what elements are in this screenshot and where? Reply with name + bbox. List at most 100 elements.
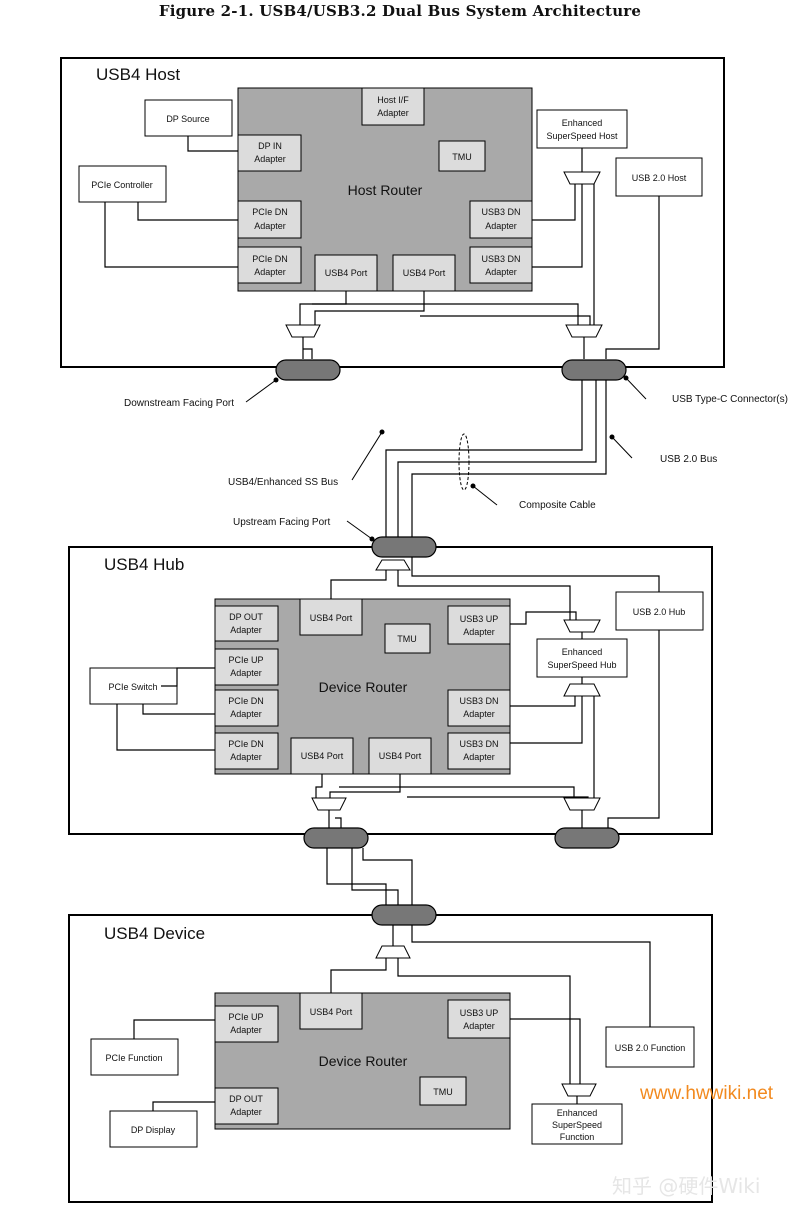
label-usb2-bus: USB 2.0 Bus [660, 454, 717, 465]
label-ufp: Upstream Facing Port [233, 517, 330, 528]
device-enhanced-ss-line2: SuperSpeed [552, 1120, 602, 1130]
host-usb2-host-label: USB 2.0 Host [632, 173, 687, 183]
hub-usb4-port2-label: USB4 Port [379, 751, 422, 761]
device-pcie-up-adapter [214, 1005, 279, 1043]
usb4-hub-section: USB4 Hub Device Router DP OUT Adapter US… [68, 536, 713, 849]
hub-usb4-port1-label: USB4 Port [301, 751, 344, 761]
host-usb3-dn1-line2: Adapter [485, 221, 517, 231]
hub-pcie-up-line2: Adapter [230, 668, 262, 678]
device-enhanced-ss-line1: Enhanced [557, 1108, 598, 1118]
hub-tmu [384, 623, 431, 654]
device-label: USB4 Device [104, 924, 205, 943]
host-tmu [438, 140, 486, 172]
hub-pcie-dn1-line2: Adapter [230, 709, 262, 719]
hub-usb2-hub-label: USB 2.0 Hub [633, 607, 686, 617]
hub-enhanced-ss-line1: Enhanced [562, 647, 603, 657]
host-if-adapter-line2: Adapter [377, 108, 409, 118]
device-usb4-port-label: USB4 Port [310, 1007, 353, 1017]
device-ufp-connector [371, 904, 437, 926]
hub-pcie-dn-adapter-1 [214, 689, 279, 727]
device-usb2-function [605, 1026, 695, 1068]
hub-usb4-port-2 [368, 737, 432, 775]
hub-pcie-dn1-line1: PCIe DN [228, 696, 264, 706]
host-dp-source [144, 99, 233, 137]
host-usb4-port1-label: USB4 Port [325, 268, 368, 278]
hub-enhanced-ss-line2: SuperSpeed Hub [547, 660, 616, 670]
host-router-label: Host Router [348, 182, 423, 198]
hub-usb3-dn1-line1: USB3 DN [459, 696, 498, 706]
host-pcie-dn1-line2: Adapter [254, 221, 286, 231]
host-pcie-controller [78, 165, 167, 203]
host-if-adapter-line1: Host I/F [377, 95, 409, 105]
hub-usb4-port-up [299, 598, 363, 636]
hub-pcie-dn2-line1: PCIe DN [228, 739, 264, 749]
hub-usb3-dn-adapter-1 [447, 689, 511, 727]
device-router-label: Device Router [319, 1053, 408, 1069]
hub-pcie-dn2-line2: Adapter [230, 752, 262, 762]
figure-title: Figure 2-1. USB4/USB3.2 Dual Bus System … [158, 2, 642, 20]
host-frame [60, 57, 725, 368]
hub-usb3-dn-adapter-2 [447, 732, 511, 770]
device-dp-out-line1: DP OUT [229, 1094, 263, 1104]
hub-usb4-port-up-label: USB4 Port [310, 613, 353, 623]
host-tmu-label: TMU [452, 152, 472, 162]
device-pcie-function [90, 1038, 179, 1076]
host-enhanced-ss-line2: SuperSpeed Host [546, 131, 618, 141]
label-typec: USB Type-C Connector(s) [672, 394, 788, 405]
label-dfp: Downstream Facing Port [124, 398, 234, 409]
hub-dfp-connector-2 [554, 827, 620, 849]
hub-dp-out-line1: DP OUT [229, 612, 263, 622]
host-label: USB4 Host [96, 65, 180, 84]
hub-usb3-up-adapter [447, 605, 511, 645]
device-enhanced-ss-line3: Function [560, 1132, 595, 1142]
host-usb4-port-2 [392, 254, 456, 292]
host-dp-source-label: DP Source [166, 114, 209, 124]
hub-pcie-dn-adapter-2 [214, 732, 279, 770]
host-usb3-dn2-line2: Adapter [485, 267, 517, 277]
host-usb2-host [615, 157, 703, 197]
hub-ufp-connector [371, 536, 437, 558]
hub-router-label: Device Router [319, 679, 408, 695]
watermark-credit: 知乎 @硬件Wiki [612, 1174, 761, 1198]
watermark-site: www.hwwiki.net [640, 1083, 774, 1104]
hub-dp-out-line2: Adapter [230, 625, 262, 635]
host-dp-in-adapter [237, 134, 302, 172]
device-usb3-up-line1: USB3 UP [460, 1008, 499, 1018]
hub-enhanced-ss [536, 638, 628, 678]
label-composite-cable: Composite Cable [519, 500, 596, 511]
host-usb3-dn-adapter-2 [469, 246, 533, 284]
host-typec-connector [561, 359, 627, 381]
host-dp-in-line2: Adapter [254, 154, 286, 164]
host-pcie-dn-adapter-2 [237, 246, 302, 284]
hub-tmu-label: TMU [397, 634, 417, 644]
device-enhanced-ss [531, 1103, 623, 1145]
hub-pcie-switch-label: PCIe Switch [108, 682, 157, 692]
hub-dfp-connector-1 [303, 827, 369, 849]
hub-pcie-up-adapter [214, 648, 279, 686]
host-pcie-dn1-line1: PCIe DN [252, 207, 288, 217]
hub-usb4-port-1 [290, 737, 354, 775]
device-tmu-label: TMU [433, 1087, 453, 1097]
host-dfp-connector [275, 359, 341, 381]
device-dp-out-line2: Adapter [230, 1107, 262, 1117]
device-usb3-up-line2: Adapter [463, 1021, 495, 1031]
composite-cable-marker [458, 433, 470, 491]
device-dp-out-adapter [214, 1087, 279, 1125]
host-usb3-dn1-line1: USB3 DN [481, 207, 520, 217]
host-pcie-dn2-line1: PCIe DN [252, 254, 288, 264]
host-usb3-dn-adapter-1 [469, 200, 533, 239]
host-enhanced-ss-line1: Enhanced [562, 118, 603, 128]
device-tmu [419, 1076, 467, 1106]
host-pcie-controller-label: PCIe Controller [91, 180, 153, 190]
label-ss-bus: USB4/Enhanced SS Bus [228, 477, 338, 488]
hub-usb3-dn2-line2: Adapter [463, 752, 495, 762]
device-pcie-up-line2: Adapter [230, 1025, 262, 1035]
hub-label: USB4 Hub [104, 555, 184, 574]
hub-usb3-up-line1: USB3 UP [460, 614, 499, 624]
hub-usb3-dn1-line2: Adapter [463, 709, 495, 719]
hub-usb2-hub [615, 591, 704, 631]
host-usb3-dn2-line1: USB3 DN [481, 254, 520, 264]
device-usb4-port [299, 992, 363, 1030]
hub-usb3-dn2-line1: USB3 DN [459, 739, 498, 749]
